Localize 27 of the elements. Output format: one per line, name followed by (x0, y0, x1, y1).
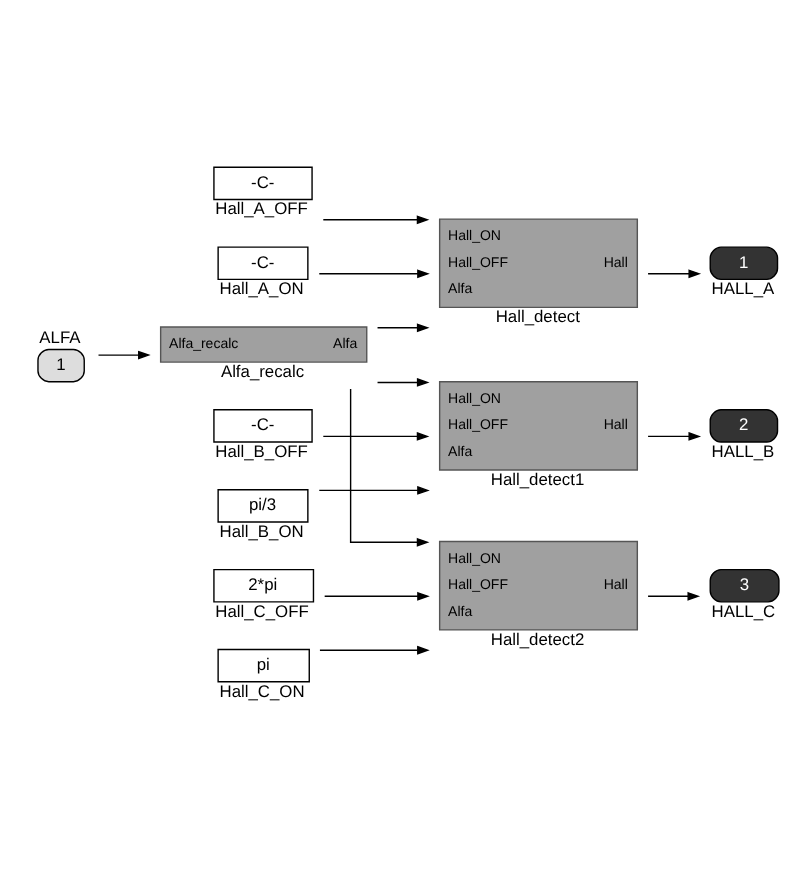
node-label: Hall_detect2 (490, 628, 585, 649)
arrow (97, 350, 151, 360)
arrow (318, 269, 430, 279)
node-label: HALL_B (711, 440, 775, 461)
arrow (323, 591, 430, 601)
node-label: ALFA (39, 327, 81, 348)
arrow (349, 388, 430, 547)
arrow (647, 591, 701, 601)
node-label: Hall_C_OFF (215, 600, 309, 621)
node-label: Hall_A_ON (219, 278, 304, 299)
node-label: Hall_A_OFF (215, 198, 308, 219)
node-label: Hall_detect (495, 306, 580, 327)
node-label: HALL_C (711, 600, 776, 621)
arrow (322, 432, 430, 441)
node-label: HALL_A (711, 278, 775, 299)
arrow (376, 378, 430, 387)
arrow (376, 323, 430, 333)
node-label: Hall_B_OFF (215, 440, 308, 461)
arrow (647, 269, 702, 279)
arrow (322, 215, 430, 225)
node-label: Hall_B_ON (219, 520, 304, 541)
node-label: Hall_C_ON (219, 680, 305, 701)
node-label: Alfa_recalc (220, 360, 305, 381)
arrow (318, 485, 430, 495)
node-label: Hall_detect1 (490, 468, 585, 489)
arrow (319, 645, 430, 655)
arrow (647, 432, 702, 441)
